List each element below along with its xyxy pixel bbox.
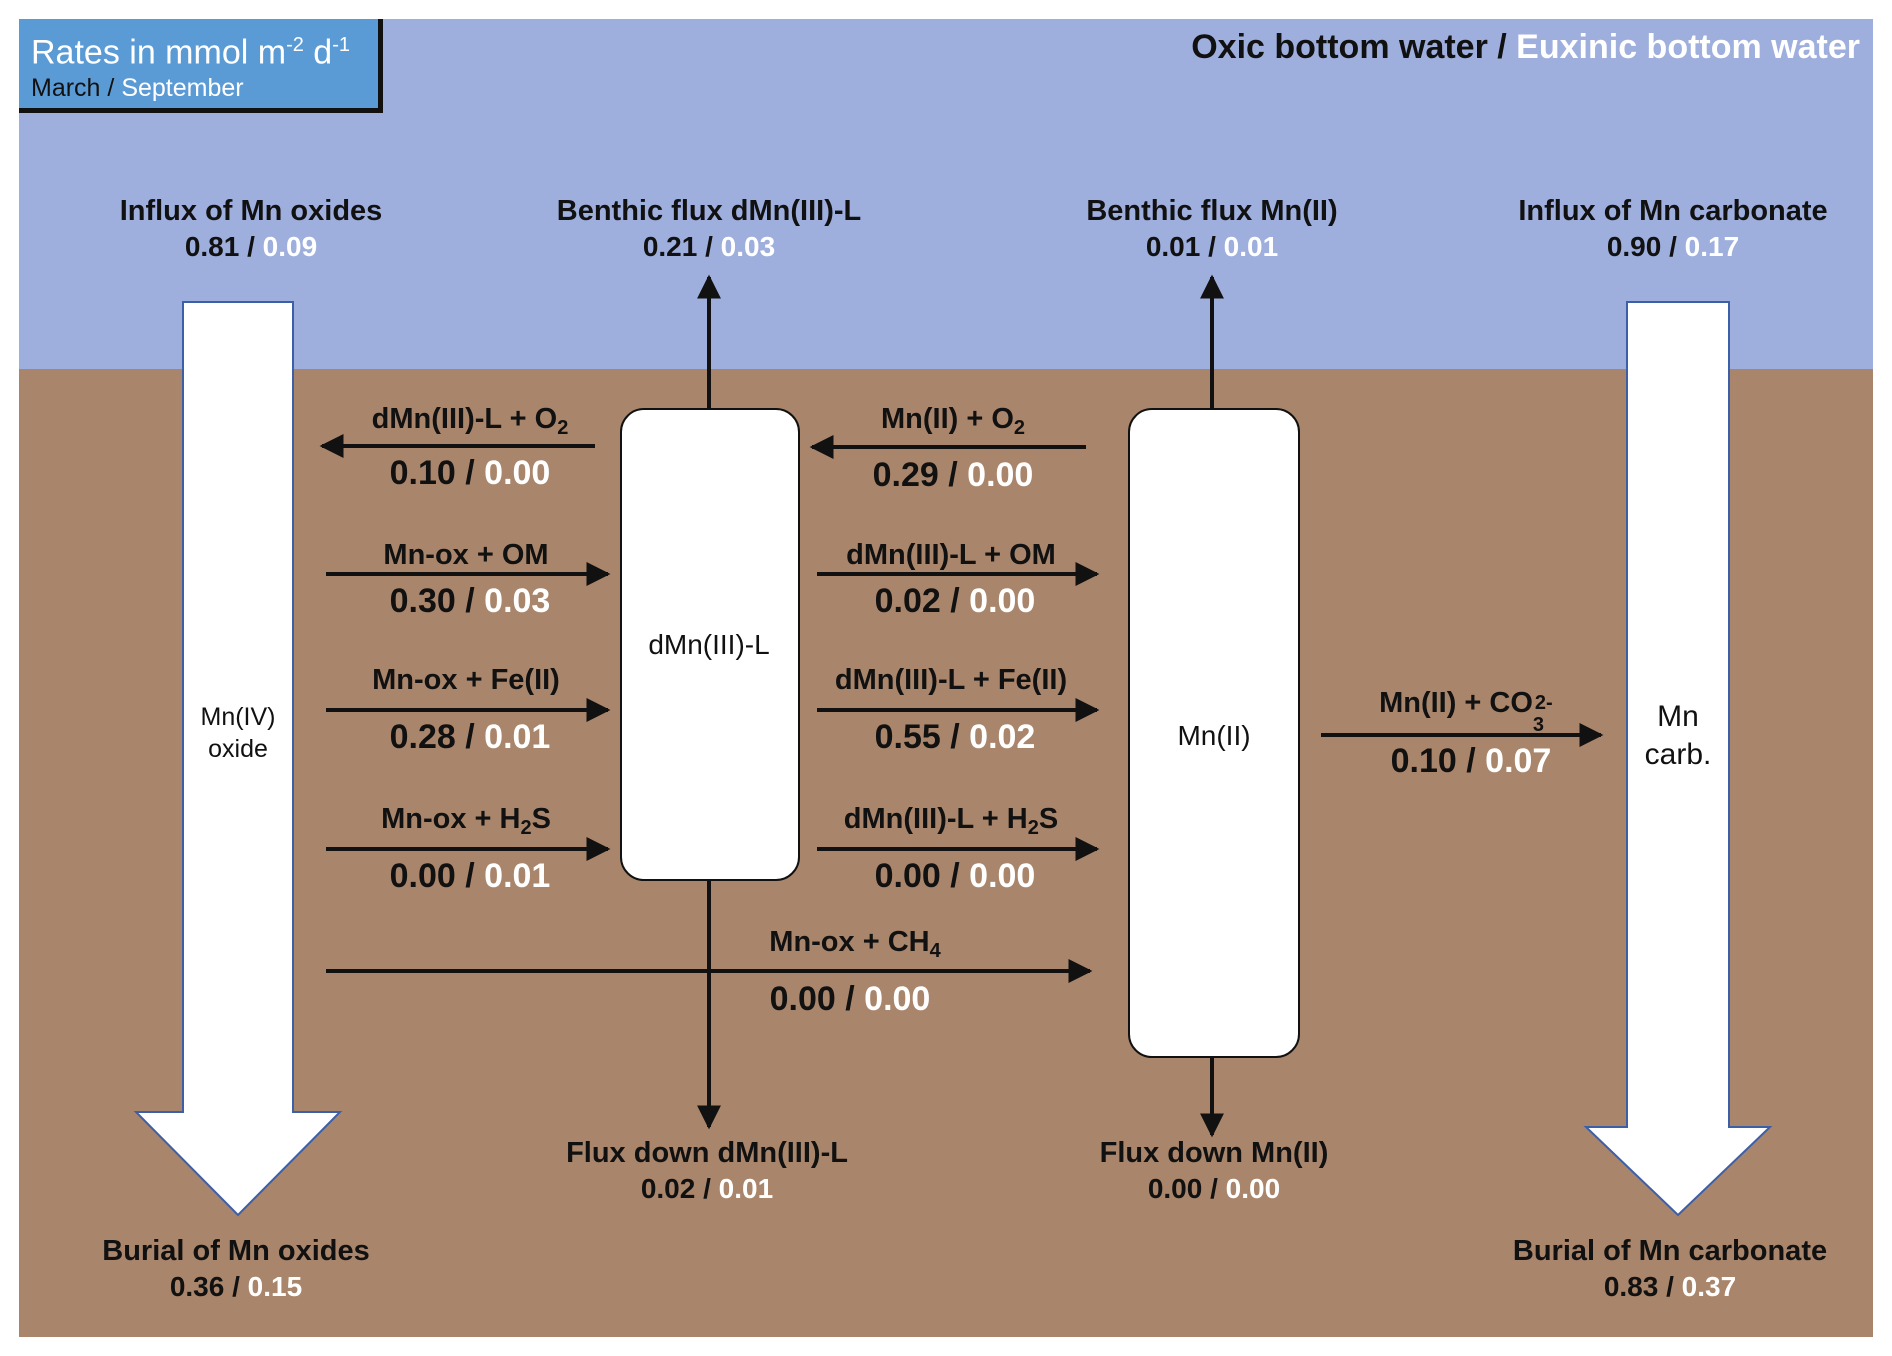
rxn-dmn3l-fe: dMn(III)-L + Fe(II)	[834, 664, 1068, 696]
rxn-dmn3l-o2-rate: 0.10 / 0.00	[389, 454, 551, 492]
burial-carb-label: Burial of Mn carbonate 0.83 / 0.37	[1512, 1235, 1828, 1302]
rxn-dmn3l-fe-rate: 0.55 / 0.02	[874, 718, 1036, 756]
rxn-dmn3l-om: dMn(III)-L + OM	[846, 539, 1056, 571]
influx-oxides-label: Influx of Mn oxides 0.81 / 0.09	[119, 195, 383, 262]
season-label: March / September	[31, 74, 244, 103]
rxn-mnox-fe: Mn-ox + Fe(II)	[372, 664, 560, 696]
rxn-mnox-h2s: Mn-ox + H2S	[381, 803, 551, 839]
rxn-mnox-om: Mn-ox + OM	[383, 539, 549, 571]
dmn3l-box	[620, 408, 800, 881]
bottom-water-header: Oxic bottom water / Euxinic bottom water	[1191, 28, 1860, 66]
down-mn2-label: Flux down Mn(II) 0.00 / 0.00	[1099, 1137, 1329, 1204]
units-label: Rates in mmol m-2 d-1	[31, 33, 351, 72]
mn2-box	[1128, 408, 1300, 1058]
rxn-mn2-o2: Mn(II) + O2	[880, 403, 1026, 439]
rxn-mnox-h2s-rate: 0.00 / 0.01	[389, 857, 551, 895]
rxn-mnox-om-rate: 0.30 / 0.03	[389, 582, 551, 620]
units-legend: Rates in mmol m-2 d-1 March / September	[19, 19, 383, 113]
rxn-mnox-ch4-rate: 0.00 / 0.00	[769, 980, 931, 1018]
rxn-dmn3l-om-rate: 0.02 / 0.00	[874, 582, 1036, 620]
rxn-dmn3l-o2: dMn(III)-L + O2	[371, 403, 569, 439]
dmn3l-label: dMn(III)-L	[648, 629, 770, 660]
rxn-mnox-ch4: Mn-ox + CH4	[769, 926, 941, 962]
influx-carb-label: Influx of Mn carbonate 0.90 / 0.17	[1518, 195, 1828, 262]
mn-carbonate-big-arrow	[1583, 301, 1773, 1217]
rxn-mn2-o2-rate: 0.29 / 0.00	[872, 456, 1034, 494]
rxn-dmn3l-h2s: dMn(III)-L + H2S	[843, 803, 1059, 839]
down-dmn3l-label: Flux down dMn(III)-L 0.02 / 0.01	[566, 1137, 848, 1204]
benthic-dmn3l-label: Benthic flux dMn(III)-L 0.21 / 0.03	[556, 195, 862, 262]
rxn-mn2-co3-rate: 0.10 / 0.07	[1390, 742, 1552, 780]
benthic-mn2-label: Benthic flux Mn(II) 0.01 / 0.01	[1086, 195, 1338, 262]
sediment-layer	[19, 369, 1873, 1337]
rxn-dmn3l-h2s-rate: 0.00 / 0.00	[874, 857, 1036, 895]
burial-oxides-label: Burial of Mn oxides 0.36 / 0.15	[102, 1235, 370, 1302]
mn4-oxide-label: Mn(IV)oxide	[200, 703, 276, 763]
mn2-label: Mn(II)	[1177, 720, 1251, 751]
rxn-mnox-fe-rate: 0.28 / 0.01	[389, 718, 551, 756]
mn-oxide-big-arrow	[133, 301, 343, 1217]
